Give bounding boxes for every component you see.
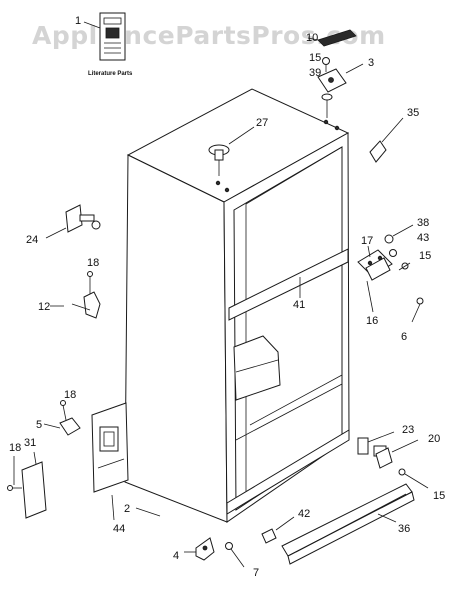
callout-41: 41	[293, 299, 305, 311]
callout-36: 36	[398, 523, 410, 535]
leveler-4	[184, 537, 215, 561]
callout-43: 43	[417, 232, 429, 244]
callout-15c: 15	[433, 490, 445, 502]
hinge-cover-35	[369, 117, 404, 163]
callout-4: 4	[173, 550, 179, 562]
callout-5: 5	[36, 419, 42, 431]
literature-booklet: Literature Parts	[88, 12, 133, 77]
callout-15b: 15	[419, 250, 431, 262]
screw-6	[411, 297, 424, 323]
screw-15-top	[322, 57, 330, 72]
screw-7	[225, 542, 245, 568]
callout-18b: 18	[64, 389, 76, 401]
callout-42: 42	[298, 508, 310, 520]
callout-7: 7	[253, 567, 259, 579]
washer-43	[389, 249, 397, 257]
hinge-3	[317, 63, 364, 93]
leader-1	[83, 21, 101, 29]
bracket-5	[43, 417, 81, 436]
callout-17: 17	[361, 235, 373, 247]
callout-18c: 18	[9, 442, 21, 454]
cover-31	[21, 451, 47, 519]
callout-16: 16	[366, 315, 378, 327]
screw-18-lower	[60, 400, 67, 421]
part-10	[317, 29, 357, 47]
callout-15a: 15	[309, 52, 321, 64]
callout-44: 44	[113, 523, 125, 535]
callout-39: 39	[309, 67, 321, 79]
callout-20: 20	[428, 433, 440, 445]
callout-24: 24	[26, 234, 38, 246]
callout-27: 27	[256, 117, 268, 129]
screw-15-mid	[398, 262, 411, 271]
panel-44	[91, 402, 129, 521]
bracket-12	[50, 291, 101, 319]
literature-caption: Literature Parts	[88, 71, 133, 77]
callout-23: 23	[402, 424, 414, 436]
callout-3: 3	[368, 57, 374, 69]
washer-38	[384, 224, 414, 244]
callout-10: 10	[306, 32, 318, 44]
callout-18a: 18	[87, 257, 99, 269]
callout-31: 31	[24, 437, 36, 449]
bracket-20	[375, 439, 419, 469]
clip-42	[261, 516, 295, 544]
callout-2: 2	[124, 503, 130, 515]
part-24	[45, 204, 101, 239]
kick-plate-36	[281, 483, 415, 565]
callout-6: 6	[401, 331, 407, 343]
screw-16	[366, 280, 374, 313]
callout-12: 12	[38, 301, 50, 313]
screw-18-upper	[87, 271, 93, 294]
callout-38: 38	[417, 217, 429, 229]
leader-10	[307, 37, 319, 41]
screw-15-bottom	[398, 468, 429, 489]
callout-1: 1	[75, 15, 81, 27]
washer-39	[321, 93, 333, 118]
plug-27	[208, 126, 255, 176]
screw-18-left	[7, 456, 22, 491]
callout-35: 35	[407, 107, 419, 119]
leader-2	[135, 507, 161, 517]
cabinet	[124, 88, 350, 523]
center-hinge-17	[357, 245, 393, 281]
